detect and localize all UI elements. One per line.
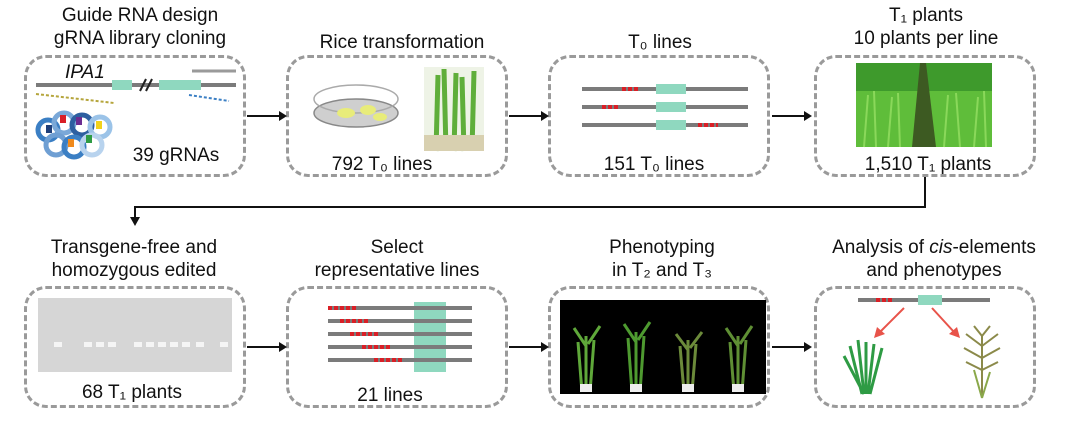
arrow-right-icon xyxy=(509,111,549,121)
panel5-caption: 68 T₁ plants xyxy=(81,382,183,403)
edited-allele-row xyxy=(582,102,748,112)
panel6-box: 21 lines xyxy=(286,286,508,408)
panel7-box xyxy=(548,286,770,408)
arrow-right-icon xyxy=(772,111,812,121)
panel7-title: Phenotyping in T₂ and T₃ xyxy=(609,237,715,281)
panel1-caption: 39 gRNAs xyxy=(132,145,220,166)
exon xyxy=(159,80,201,90)
grna-marks xyxy=(35,93,115,104)
panicle-plant-icon xyxy=(963,325,1001,399)
panel2-box: 792 T₀ lines xyxy=(286,55,508,177)
rice-field-photo xyxy=(856,63,992,148)
panel6-title: Select representative lines xyxy=(314,237,480,281)
panel1-box: 39 gRNAs IPA1 xyxy=(24,55,246,177)
panel5-title: Transgene-free and homozygous edited xyxy=(50,237,218,281)
panel5-box: 68 T₁ plants xyxy=(24,286,246,408)
petri-dish-icon xyxy=(313,84,399,128)
break-mark xyxy=(145,78,153,92)
exon xyxy=(112,80,132,90)
panel7-graphic xyxy=(560,300,766,394)
edited-allele-row xyxy=(582,84,748,94)
panel2-graphic xyxy=(313,67,484,152)
panel3-box: 151 T₀ lines xyxy=(548,55,770,177)
gel-image xyxy=(38,298,232,372)
arrow-right-icon xyxy=(247,111,287,121)
panel5-graphic xyxy=(38,298,232,372)
grna-marks xyxy=(188,94,230,102)
panel1-title: Guide RNA design gRNA library cloning xyxy=(53,5,227,49)
panel8-graphic xyxy=(842,295,1001,399)
panel6-caption: 21 lines xyxy=(357,385,423,406)
cis-element-gene-line xyxy=(858,295,990,305)
panel2-title: Rice transformation xyxy=(319,32,485,53)
arrow-right-icon xyxy=(772,342,812,352)
rice-seedling-photo xyxy=(424,67,484,152)
arrow-right-icon xyxy=(509,342,549,352)
connector-arrow-icon xyxy=(130,177,926,226)
arrow-right-icon xyxy=(247,342,287,352)
panel8-title: Analysis of cis-elements and phenotypes xyxy=(832,237,1036,281)
panel1-graphic xyxy=(35,69,236,160)
representative-allele-rows xyxy=(328,302,472,372)
panel4-title: T₁ plants 10 plants per line xyxy=(853,5,999,49)
plant-phenotype-photo xyxy=(560,300,766,394)
panel4-caption: 1,510 T₁ plants xyxy=(864,154,992,175)
gene-label: IPA1 xyxy=(65,62,105,83)
edited-allele-row xyxy=(582,120,748,130)
break-mark xyxy=(139,78,147,92)
panel3-title: T₀ lines xyxy=(628,32,692,53)
panel3-caption: 151 T₀ lines xyxy=(603,154,705,175)
panel4-box: 1,510 T₁ plants xyxy=(814,55,1036,177)
panel6-graphic xyxy=(328,302,472,372)
panel2-caption: 792 T₀ lines xyxy=(331,154,433,175)
effect-arrow-icon xyxy=(874,307,960,338)
panel4-graphic xyxy=(856,63,992,148)
plasmid-library-icon xyxy=(35,110,113,160)
tillering-plant-icon xyxy=(842,339,884,395)
panel8-box xyxy=(814,286,1036,408)
panel3-graphic xyxy=(582,84,748,130)
